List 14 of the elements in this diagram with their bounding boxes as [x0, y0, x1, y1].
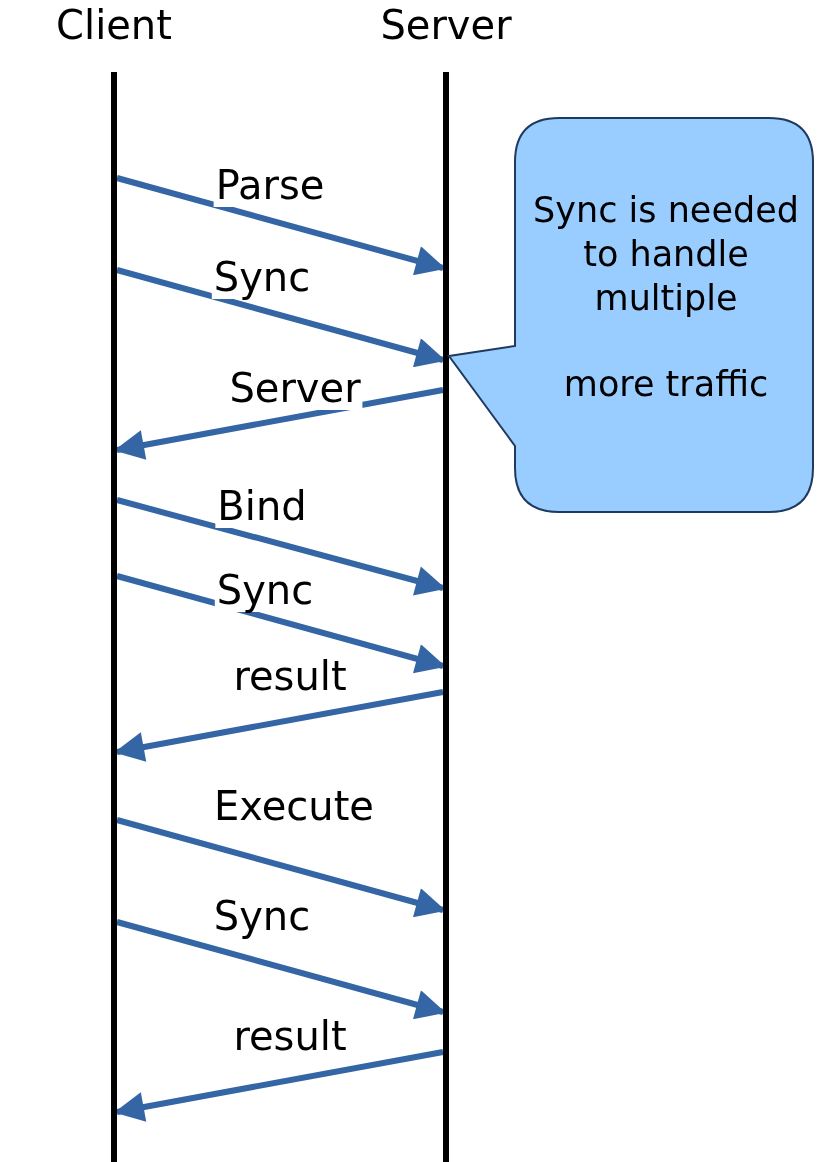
callout-text: more traffic — [563, 363, 769, 406]
speech-bubble — [447, 116, 815, 514]
lifeline-label: Client — [56, 2, 172, 48]
message-arrow — [114, 1049, 444, 1122]
lifeline-label: Server — [380, 2, 512, 48]
message-arrow — [114, 689, 444, 762]
message-arrow — [116, 919, 446, 1020]
message-arrow — [114, 387, 444, 460]
message-arrow — [116, 497, 446, 596]
message-arrow — [116, 817, 446, 918]
message-arrow — [116, 175, 446, 276]
message-arrow — [116, 573, 446, 674]
callout-text: Sync is needed to handle multiple — [532, 189, 800, 320]
message-arrow — [116, 267, 446, 368]
